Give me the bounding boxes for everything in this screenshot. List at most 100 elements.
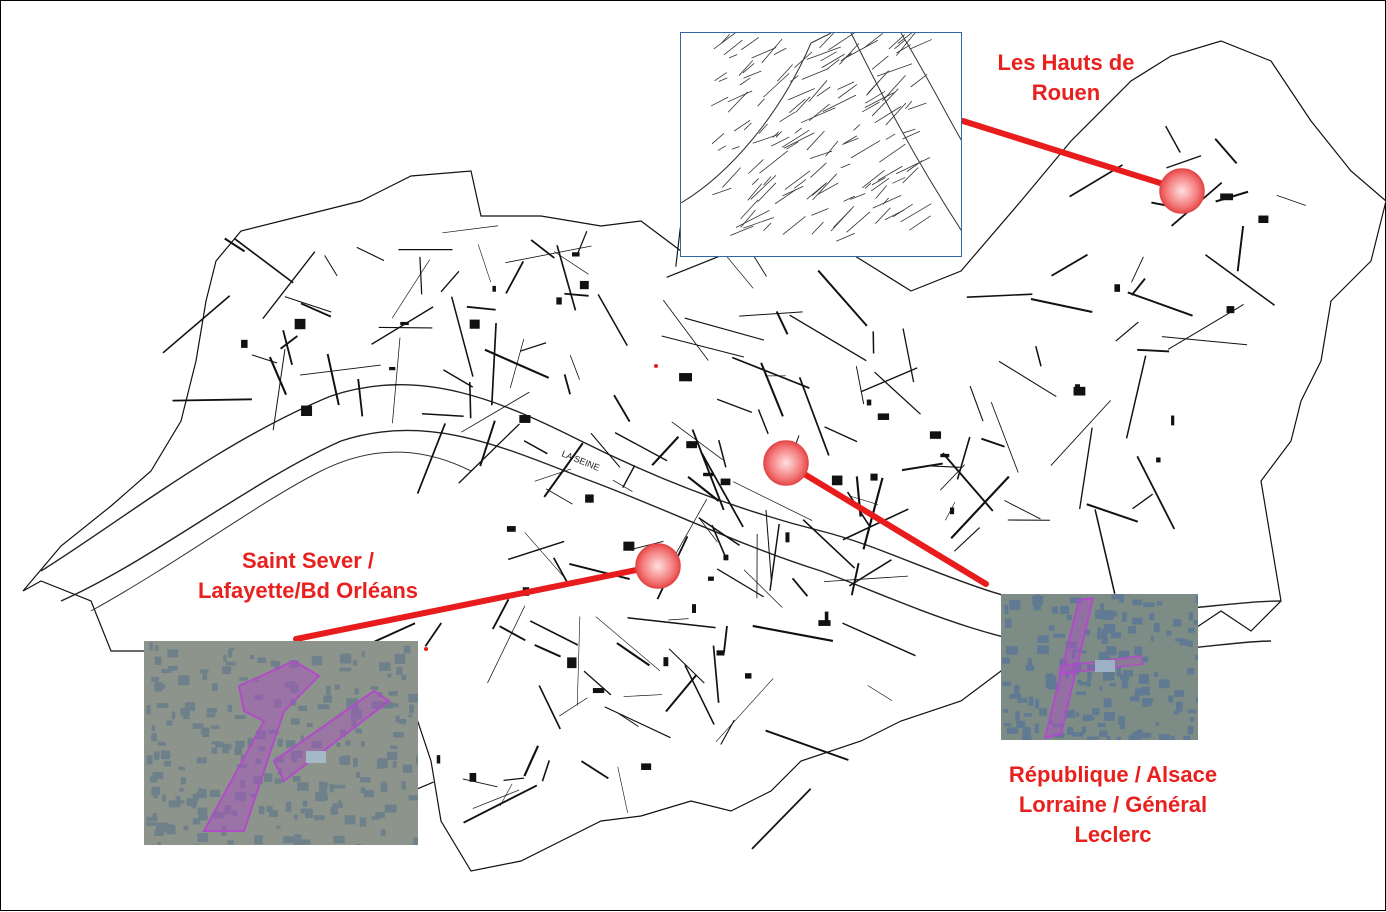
inset-street [780, 112, 795, 122]
aerial-building [154, 682, 162, 691]
aerial-building [207, 713, 216, 717]
aerial-building [1128, 626, 1136, 634]
aerial-building [198, 815, 207, 820]
inset-street [721, 34, 730, 43]
aerial-building [212, 747, 218, 753]
inset-street [851, 141, 880, 158]
label-line: Leclerc [963, 820, 1263, 850]
label-hauts-de-rouen: Les Hauts de Rouen [966, 48, 1166, 108]
aerial-building [254, 835, 263, 844]
aerial-building [1104, 624, 1116, 633]
aerial-building [355, 688, 359, 694]
inset-street [811, 208, 828, 215]
aerial-building [408, 694, 418, 702]
aerial-building [276, 826, 281, 829]
inset-street [817, 87, 831, 96]
aerial-building [278, 739, 283, 747]
label-line: Les Hauts de [966, 48, 1166, 78]
aerial-building [257, 657, 266, 663]
aerial-building [210, 790, 221, 797]
aerial-building [1106, 646, 1116, 655]
aerial-building [222, 666, 231, 674]
aerial-building [1015, 711, 1020, 720]
aerial-building [259, 806, 265, 814]
aerial-building [338, 800, 341, 803]
aerial-building [152, 725, 156, 731]
inset-street [896, 45, 910, 53]
inset-street [783, 186, 804, 195]
aerial-building [1139, 674, 1149, 684]
aerial-building [319, 782, 326, 791]
connector-line-republique [786, 463, 986, 584]
aerial-building [1060, 606, 1069, 614]
aerial-building [293, 776, 301, 781]
aerial-building [395, 654, 406, 664]
aerial-building [152, 813, 156, 821]
aerial-photo-republique [1001, 594, 1198, 740]
aerial-building [390, 745, 397, 748]
inset-street [901, 204, 932, 222]
aerial-building [1137, 730, 1143, 737]
label-republique: République / Alsace Lorraine / Général L… [963, 760, 1263, 850]
inset-street [714, 33, 739, 49]
aerial-building [355, 844, 361, 845]
inset-street [712, 188, 731, 195]
aerial-building [150, 776, 158, 782]
aerial-building [1028, 658, 1032, 665]
inset-street [877, 64, 912, 76]
inset-street [718, 146, 726, 151]
aerial-building [1120, 674, 1129, 680]
aerial-building [235, 715, 246, 719]
aerial-building [161, 751, 170, 760]
inset-street [741, 37, 759, 49]
aerial-building [1180, 639, 1189, 645]
aerial-building [191, 800, 196, 809]
inset-street [774, 48, 786, 54]
inset-street [842, 138, 858, 144]
inset-street [903, 129, 915, 133]
aerial-building [151, 787, 160, 795]
inset-street [844, 196, 855, 201]
aerial-building [164, 761, 171, 766]
aerial-photo-saint-sever [144, 641, 418, 845]
aerial-building [283, 836, 294, 843]
aerial-building [409, 795, 418, 800]
aerial-building [1045, 676, 1056, 683]
inset-street [712, 133, 724, 144]
inset-street [752, 178, 758, 184]
inset-street [909, 216, 930, 230]
inset-street [801, 108, 836, 123]
aerial-building [193, 723, 204, 729]
aerial-building [1173, 619, 1181, 626]
aerial-building [401, 781, 406, 789]
inset-street [905, 101, 911, 109]
inset-street [825, 141, 838, 156]
aerial-building [151, 733, 157, 741]
label-line: Lafayette/Bd Orléans [163, 576, 453, 606]
aerial-building [228, 705, 232, 712]
aerial-building [364, 790, 374, 797]
inset-street [862, 170, 884, 188]
aerial-building [183, 826, 188, 831]
aerial-building [1076, 692, 1087, 695]
aerial-building [1118, 716, 1125, 725]
aerial-building [408, 714, 412, 717]
aerial-building [1104, 712, 1115, 721]
inset-street [740, 78, 750, 85]
aerial-building [1157, 601, 1163, 605]
aerial-building [1083, 715, 1092, 721]
aerial-building [286, 802, 292, 812]
inset-hauts-de-rouen [680, 32, 962, 257]
aerial-building [1196, 595, 1198, 603]
aerial-building [1097, 632, 1107, 639]
inset-street [748, 184, 762, 201]
aerial-building [198, 808, 208, 816]
aerial-building [274, 780, 280, 784]
inset-street [845, 40, 878, 58]
aerial-building [307, 723, 313, 727]
inset-street [763, 223, 771, 231]
aerial-building [234, 747, 242, 755]
aerial-building [203, 673, 207, 680]
aerial-building [211, 741, 221, 744]
aerial-building [318, 794, 328, 800]
